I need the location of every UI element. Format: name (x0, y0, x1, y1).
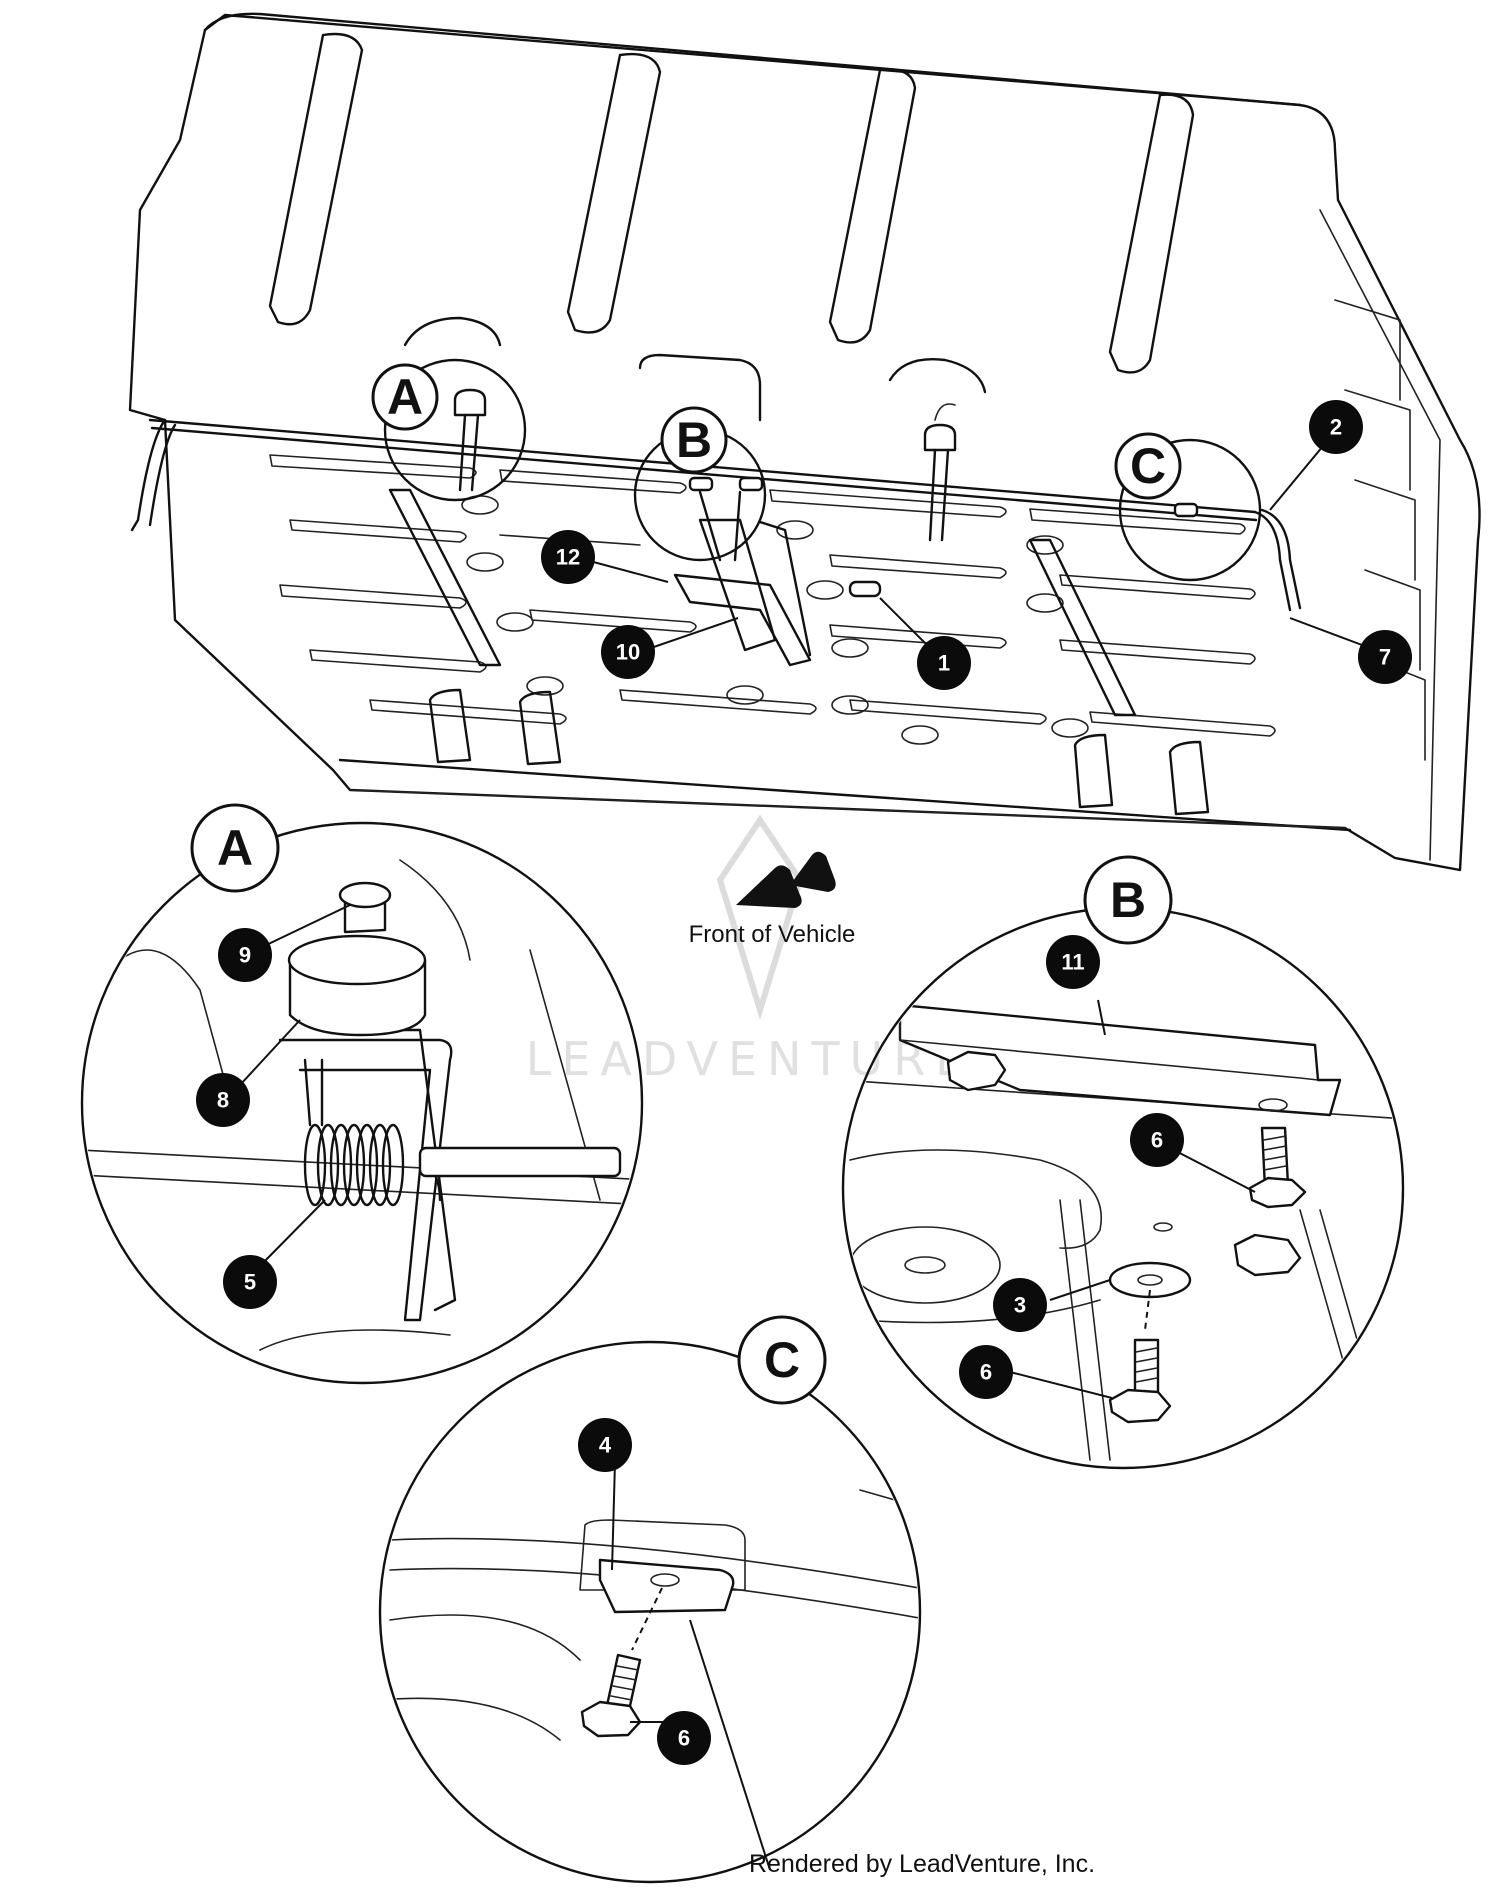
svg-text:6: 6 (678, 1726, 690, 1751)
detail-view-a (80, 821, 644, 1385)
callout-11: 11 (1046, 935, 1100, 989)
cargo-box-main-view (128, 12, 1481, 872)
callout-8: 8 (196, 1073, 250, 1127)
svg-text:8: 8 (217, 1088, 229, 1113)
svg-text:A: A (217, 820, 253, 876)
svg-text:12: 12 (556, 545, 580, 570)
callout-6-b-lower: 6 (959, 1345, 1013, 1399)
watermark: LEADVENTURE (526, 814, 975, 1086)
detail-view-b (841, 906, 1405, 1470)
view-badge-c-main: C (1114, 432, 1182, 500)
svg-text:6: 6 (980, 1360, 992, 1385)
svg-text:2: 2 (1330, 415, 1342, 440)
svg-text:B: B (1110, 872, 1146, 928)
callout-7: 7 (1358, 630, 1412, 684)
detail-view-c (378, 1340, 922, 1884)
callout-12: 12 (541, 530, 595, 584)
callout-5: 5 (223, 1255, 277, 1309)
svg-text:11: 11 (1061, 950, 1084, 975)
callout-10: 10 (601, 625, 655, 679)
svg-text:3: 3 (1014, 1293, 1026, 1318)
svg-text:1: 1 (938, 651, 950, 676)
callout-9: 9 (218, 928, 272, 982)
view-badge-b-main: B (660, 406, 728, 474)
svg-text:C: C (1130, 438, 1166, 494)
callout-4: 4 (578, 1418, 632, 1472)
front-of-vehicle-arrow: Front of Vehicle (689, 851, 856, 948)
watermark-text: LEADVENTURE (526, 1032, 975, 1086)
front-of-vehicle-label: Front of Vehicle (689, 921, 856, 948)
callout-2: 2 (1309, 400, 1363, 454)
callout-6-b-upper: 6 (1130, 1113, 1184, 1167)
callout-3: 3 (993, 1278, 1047, 1332)
svg-text:10: 10 (616, 640, 640, 665)
svg-text:9: 9 (239, 943, 251, 968)
view-badge-c-detail: C (737, 1315, 827, 1405)
svg-text:A: A (387, 369, 423, 425)
callout-6-c: 6 (657, 1711, 711, 1765)
view-badge-b-detail: B (1083, 855, 1173, 945)
footer-credit: Rendered by LeadVenture, Inc. (749, 1850, 1095, 1878)
svg-text:C: C (764, 1332, 800, 1388)
svg-text:6: 6 (1151, 1128, 1163, 1153)
view-badge-a-detail: A (190, 803, 280, 893)
svg-text:5: 5 (244, 1270, 256, 1295)
svg-text:B: B (676, 412, 712, 468)
svg-text:7: 7 (1379, 645, 1391, 670)
view-badge-a-main: A (371, 363, 439, 431)
callout-1: 1 (917, 636, 971, 690)
svg-text:4: 4 (599, 1433, 612, 1458)
